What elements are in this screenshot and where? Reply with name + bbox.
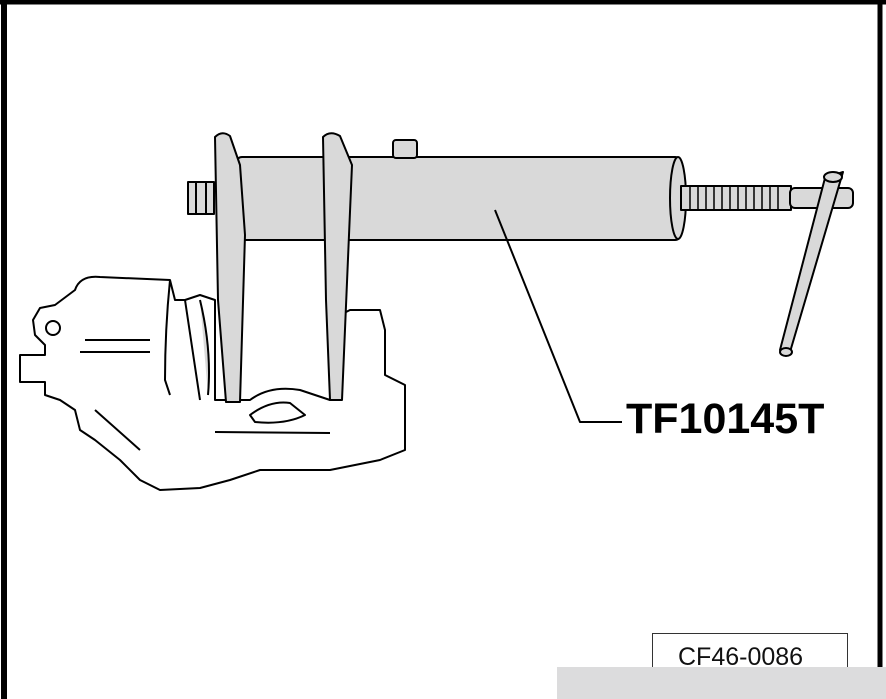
bottom-overlay-bar xyxy=(557,667,886,699)
brake-caliper xyxy=(19,275,406,491)
tool-tf10145t xyxy=(187,132,854,403)
tool-callout-label: TF10145T xyxy=(626,395,825,443)
figure-id-label: CF46-0086 xyxy=(678,643,804,671)
callout-leader-line xyxy=(494,209,622,423)
